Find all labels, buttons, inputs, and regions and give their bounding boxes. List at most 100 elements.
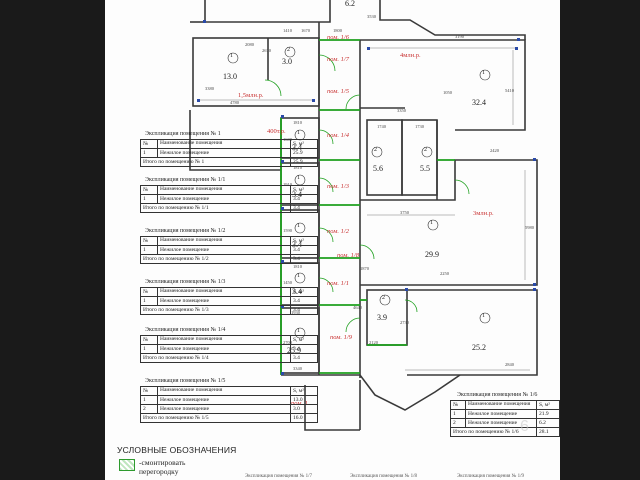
dim-label: 3190 [455,34,464,39]
premise-label-1-1: пом. 1/1 [327,280,349,287]
footer-caption-1-7: Экспликация помещения № 1/7 [245,474,312,479]
dim-label: 2080 [245,42,254,47]
table-total-label: Итого по помещению № 1/2 [140,254,291,264]
room-32-4-number: 1 [482,70,485,76]
room-3-4-b-number: 1 [297,175,300,181]
table-1-5-caption: Экспликация помещения № 1/5 [145,378,226,384]
room-5-6-number: 2 [374,147,377,153]
table-1-4-caption: Экспликация помещения № 1/4 [145,327,226,333]
room-5-5-number: 2 [424,147,427,153]
room-5-5-area: 5.5 [420,164,430,173]
table-header-name: Наименование помещения [465,400,537,410]
table-cell: Нежилое помещение [157,245,291,255]
dim-label: 2670 [262,48,271,53]
table-cell: 1 [140,344,158,354]
table-total-value: 25.9 [290,157,318,167]
premise-label-1-4: пом. 1/4 [327,132,349,139]
price-label-3mln: 3млн.р. [473,210,494,217]
legend-title: УСЛОВНЫЕ ОБОЗНАЧЕНИЯ [117,445,237,455]
legend-text: -смонтировать перегородку [139,458,185,476]
table-total-value: 16.0 [290,413,318,423]
table-header-area: S, м² [290,287,318,297]
table-cell: 1 [450,409,466,419]
dim-label: 4640 [353,305,362,310]
dim-label: 1590 [283,228,292,233]
table-total-label: Итого по помещению № 1/3 [140,305,291,315]
dim-label: 1450 [283,280,292,285]
table-total-value: 3.4 [290,254,318,264]
table-header-area: S, м² [290,185,318,195]
dim-label: 2250 [440,271,449,276]
table-cell: Нежилое помещение [157,194,291,204]
table-1-1-caption: Экспликация помещения № 1/1 [145,177,226,183]
premise-label-1-6: пом. 1/6 [327,34,349,41]
dim-label: 1730 [415,124,424,129]
dim-label: 5410 [505,88,514,93]
table-cell: 13.0 [290,395,318,405]
premise-label-1-7: пом. 1/7 [327,56,349,63]
table-cell: 6.2 [536,418,560,428]
room-5-6-area: 5.6 [373,164,383,173]
table-header-area: S, м² [290,386,318,396]
price-label-400k: 400т.р. [267,128,286,135]
table-1-3-caption: Экспликация помещения № 1/3 [145,279,226,285]
table-cell: 1 [140,296,158,306]
room-3-4-c-number: 1 [297,223,300,229]
table-header-name: Наименование помещения [157,386,291,396]
premise-label-1-2: пом. 1/2 [327,228,349,235]
table-cell: 2 [450,418,466,428]
dim-label: 3380 [205,86,214,91]
dim-label: 1810 [293,165,302,170]
dim-label: 2420 [490,148,499,153]
table-header-num: № [450,400,466,410]
table-cell: Нежилое помещение [157,404,291,414]
dim-label: 1810 [293,264,302,269]
price-label-1-5mln: 1,5млн.р. [238,92,264,99]
table-header-name: Наименование помещения [157,335,291,345]
table-cell: 21.9 [536,409,560,419]
dim-label: 1910 [283,182,292,187]
table-total-value: 3.4 [290,305,318,315]
table-header-num: № [140,236,158,246]
floor-plan-sheet: 6.2 1 13.0 2 3.0 1 32.4 2 5.6 2 5.5 1 3.… [105,0,560,480]
dim-label: 3350 [397,108,406,113]
room-3-4-d-number: 1 [297,273,300,279]
table-1-caption: Экспликация помещения № 1 [145,131,221,137]
table-header-name: Наименование помещения [157,287,291,297]
table-1-2-caption: Экспликация помещения № 1/2 [145,228,226,234]
table-total-label: Итого по помещению № 1/1 [140,203,291,213]
room-3-4-a-number: 1 [297,130,300,136]
watermark: 6 [520,418,529,435]
table-header-name: Наименование помещения [157,139,291,149]
room-25-2-number: 1 [482,313,485,319]
dim-label: 2840 [505,362,514,367]
table-header-num: № [140,386,158,396]
dim-label: 3750 [400,210,409,215]
room-6-2-area: 6.2 [345,0,355,8]
dim-label: 3530 [367,14,376,19]
table-cell: 3.4 [290,194,318,204]
table-cell: 3.4 [290,344,318,354]
dim-label: 4780 [230,100,239,105]
price-label-4mln: 4млн.р. [400,52,421,59]
table-cell: 3.0 [290,404,318,414]
room-29-9-area: 29.9 [425,250,439,259]
dim-label: 3340 [293,366,302,371]
room-29-9-number: 1 [430,220,433,226]
dim-label: 1050 [443,90,452,95]
table-cell: Нежилое помещение [157,148,291,158]
table-cell: 1 [140,395,158,405]
room-13-area: 13.0 [223,72,237,81]
table-total-label: Итого по помещению № 1/4 [140,353,291,363]
room-3-0-number: 2 [287,47,290,53]
dim-label: 1800 [333,28,342,33]
dim-label: 1810 [293,120,302,125]
table-header-num: № [140,139,158,149]
room-25-9-number: 1 [297,328,300,334]
